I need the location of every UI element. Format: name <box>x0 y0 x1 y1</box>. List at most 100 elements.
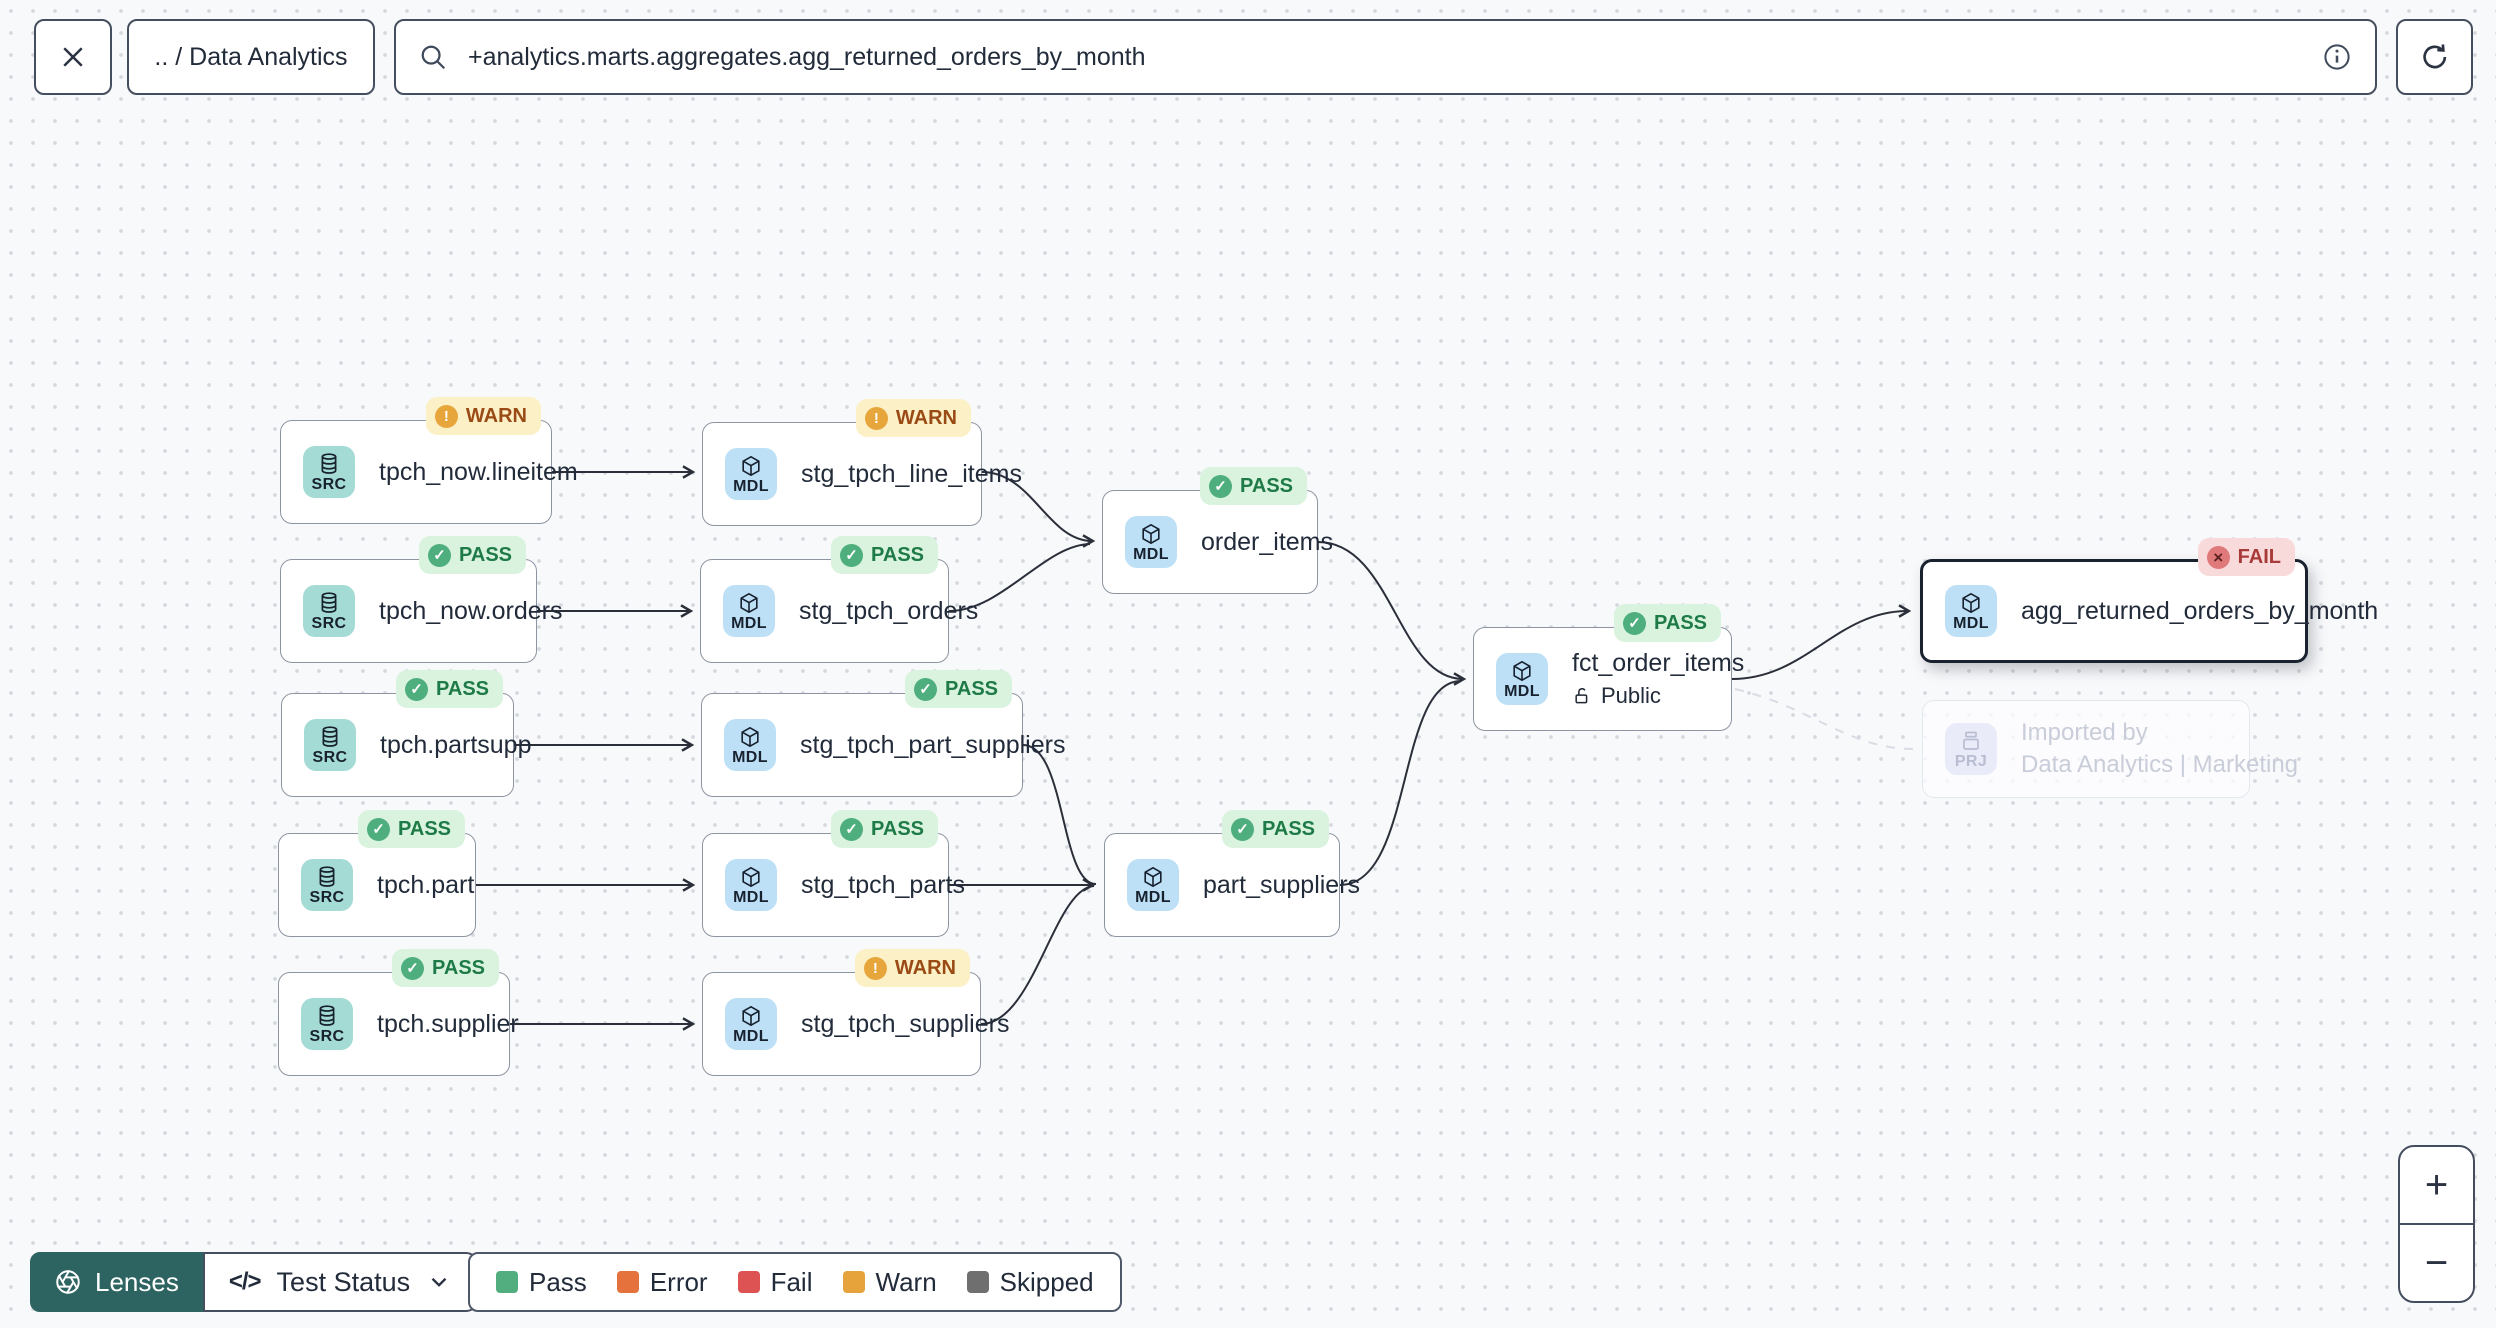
status-badge: ✓PASS <box>1614 604 1721 642</box>
graph-node-stg_tpch_parts[interactable]: ✓PASS MDL stg_tpch_parts <box>702 810 965 937</box>
model-type-icon: MDL <box>1496 653 1548 705</box>
graph-node-imported-by-project[interactable]: PRJ Imported by Data Analytics | Marketi… <box>1922 700 2298 798</box>
badge-label: PASS <box>398 817 451 840</box>
node-label: stg_tpch_suppliers <box>801 1009 1010 1038</box>
badge-label: PASS <box>459 543 512 566</box>
cube-icon <box>1144 866 1162 887</box>
cube-icon <box>1962 592 1980 613</box>
node-label: tpch.part <box>377 870 475 899</box>
source-type-icon: SRC <box>303 446 355 498</box>
error-swatch <box>616 1271 639 1293</box>
node-kind-label: MDL <box>733 888 769 906</box>
status-badge: × FAIL <box>2197 538 2295 576</box>
cube-icon <box>741 726 759 747</box>
database-icon <box>322 725 338 747</box>
search-input[interactable] <box>466 41 2303 73</box>
breadcrumb-label: .. / Data Analytics <box>154 42 348 71</box>
graph-node-order_items[interactable]: ✓ PASS MDL order_items <box>1102 467 1333 594</box>
graph-node-stg_tpch_line_items[interactable]: !WARN MDL stg_tpch_line_items <box>702 399 1022 526</box>
zoom-out-button[interactable]: − <box>2400 1223 2473 1301</box>
graph-node-agg_returned_orders_by_month[interactable]: × FAIL MDL agg_returned_orders_by_month <box>1920 538 2378 663</box>
source-type-icon: SRC <box>301 859 353 911</box>
node-kind-label: MDL <box>1953 614 1989 632</box>
check-icon: ✓ <box>428 543 452 567</box>
node-label: stg_tpch_line_items <box>801 459 1022 488</box>
warn-icon: ! <box>864 406 888 430</box>
fail-icon: × <box>2206 545 2230 569</box>
graph-node-stg_tpch_suppliers[interactable]: !WARN MDL stg_tpch_suppliers <box>702 949 1009 1076</box>
node-label: tpch.partsupp <box>380 730 532 759</box>
check-icon: ✓ <box>367 817 391 841</box>
node-kind-label: MDL <box>732 748 768 766</box>
warn-icon: ! <box>863 956 887 980</box>
lenses-label: Lenses <box>95 1266 179 1297</box>
access-row: Public <box>1572 683 1744 709</box>
info-icon[interactable] <box>2321 41 2353 73</box>
node-kind-label: MDL <box>731 614 767 632</box>
graph-node-tpch-supplier[interactable]: ✓PASS SRC tpch.supplier <box>278 949 519 1076</box>
check-icon: ✓ <box>401 956 425 980</box>
lenses-control: Lenses </> Test Status <box>30 1252 479 1312</box>
legend-item-warn: Warn <box>842 1266 937 1298</box>
node-kind-label: SRC <box>309 888 345 906</box>
graph-node-stg_tpch_part_suppliers[interactable]: ✓PASS MDL stg_tpch_part_suppliers <box>701 670 1065 797</box>
node-kind-label: MDL <box>1135 888 1171 906</box>
zoom-in-button[interactable]: + <box>2424 1162 2449 1207</box>
status-badge: ✓PASS <box>392 949 499 987</box>
badge-label: WARN <box>895 406 957 429</box>
source-type-icon: SRC <box>304 719 356 771</box>
pass-swatch <box>496 1271 518 1293</box>
lens-selector[interactable]: </> Test Status <box>202 1252 479 1312</box>
fail-swatch <box>737 1271 760 1293</box>
refresh-button[interactable] <box>2396 19 2473 95</box>
node-label: stg_tpch_part_suppliers <box>800 730 1066 759</box>
ghost-node-subtitle: Data Analytics | Marketing <box>2021 751 2299 778</box>
legend-label: Warn <box>875 1266 937 1297</box>
node-kind-label: MDL <box>1133 545 1169 563</box>
graph-node-tpch-partsupp[interactable]: ✓PASS SRC tpch.partsupp <box>281 670 532 797</box>
status-legend: Pass Error Fail Warn Skipped <box>468 1252 1122 1312</box>
graph-node-part_suppliers[interactable]: ✓PASS MDL part_suppliers <box>1104 810 1360 937</box>
check-icon: ✓ <box>1209 474 1233 498</box>
graph-node-tpch_now-orders[interactable]: ✓PASS SRC tpch_now.orders <box>280 536 562 663</box>
search-bar[interactable] <box>394 19 2377 95</box>
graph-node-fct_order_items[interactable]: ✓PASS MDL fct_order_items Public <box>1473 604 1744 731</box>
code-icon: </> <box>228 1268 262 1295</box>
breadcrumb[interactable]: .. / Data Analytics <box>127 19 375 95</box>
node-kind-label: SRC <box>309 1027 345 1045</box>
graph-node-tpch_now-lineitem[interactable]: !WARN SRC tpch_now.lineitem <box>280 397 578 524</box>
badge-label: FAIL <box>2237 545 2281 568</box>
check-icon: ✓ <box>1623 611 1647 635</box>
badge-label: PASS <box>1240 474 1293 497</box>
graph-node-tpch-part[interactable]: ✓ PASS SRC tpch.part <box>278 810 476 937</box>
close-button[interactable] <box>34 19 112 95</box>
check-icon: ✓ <box>405 677 429 701</box>
model-type-icon: MDL <box>723 585 775 637</box>
database-icon <box>321 452 337 474</box>
warn-swatch <box>842 1271 865 1293</box>
status-badge: ! WARN <box>425 397 541 435</box>
model-type-icon: MDL <box>1945 585 1997 637</box>
model-type-icon: MDL <box>1125 516 1177 568</box>
node-label: part_suppliers <box>1203 870 1361 899</box>
graph-node-stg_tpch_orders[interactable]: ✓PASS MDL stg_tpch_orders <box>700 536 978 663</box>
aperture-icon <box>56 1269 80 1295</box>
node-label: order_items <box>1201 527 1333 556</box>
legend-item-error: Error <box>616 1267 708 1298</box>
lenses-button[interactable]: Lenses <box>30 1252 203 1312</box>
model-type-icon: MDL <box>724 719 776 771</box>
access-label: Public <box>1601 683 1661 708</box>
badge-label: PASS <box>1262 817 1315 840</box>
check-icon: ✓ <box>840 543 864 567</box>
cube-icon <box>742 1005 760 1026</box>
status-badge: ✓ PASS <box>1200 467 1307 505</box>
badge-label: WARN <box>894 956 956 979</box>
archive-box-icon <box>1963 731 1979 750</box>
legend-label: Fail <box>770 1266 813 1297</box>
legend-item-skipped: Skipped <box>966 1267 1094 1298</box>
warn-icon: ! <box>434 404 458 428</box>
node-label: agg_returned_orders_by_month <box>2021 596 2379 625</box>
node-kind-label: SRC <box>312 748 348 766</box>
badge-label: WARN <box>465 404 527 427</box>
